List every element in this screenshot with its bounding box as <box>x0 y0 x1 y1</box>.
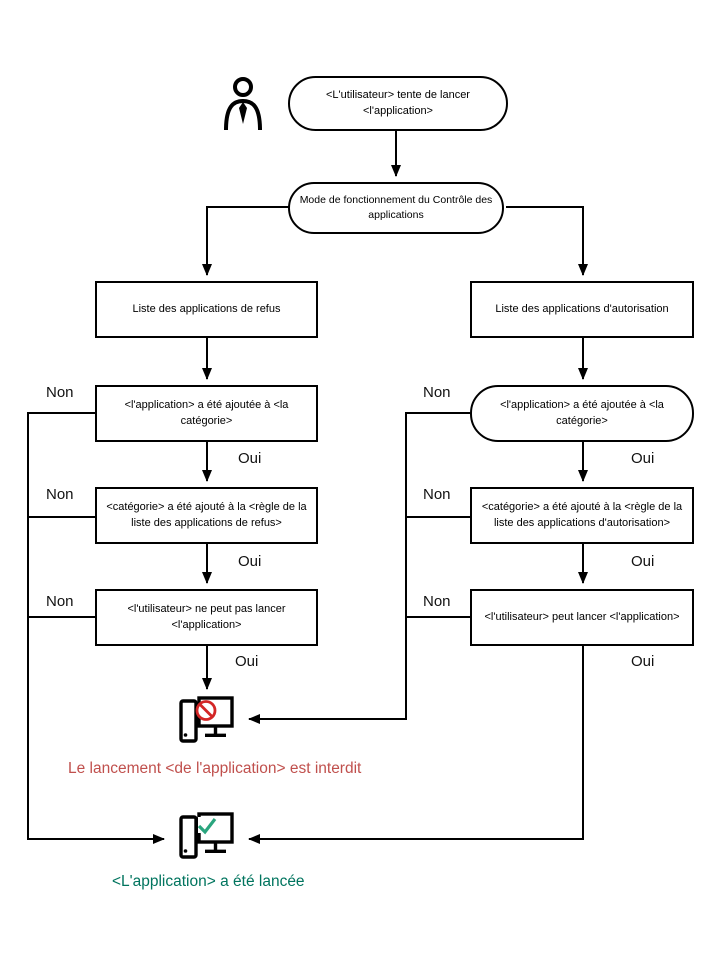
allow-list-label: Liste des applications d'autorisation <box>495 302 669 315</box>
allow-category-added-node: <catégorie> a été ajouté à la <règle de … <box>470 487 694 544</box>
oui-label: Oui <box>631 450 655 467</box>
check-icon <box>197 817 217 835</box>
launched-text: <L'application> a été lancée <box>112 873 305 890</box>
oui-label: Oui <box>238 450 262 467</box>
start-node: <L'utilisateur> tente de lancer <l'appli… <box>288 76 508 131</box>
oui-label: Oui <box>235 653 259 670</box>
oui-label: Oui <box>631 553 655 570</box>
mode-node-label: Mode de fonctionnement du Contrôle des a… <box>299 193 493 221</box>
non-label: Non <box>423 486 451 503</box>
deny-user-cannot-launch-node: <l'utilisateur> ne peut pas lancer <l'ap… <box>95 589 318 646</box>
oui-label: Oui <box>631 653 655 670</box>
allow-app-added-label: <l'application> a été ajoutée à <la caté… <box>500 398 664 427</box>
oui-label: Oui <box>238 553 262 570</box>
deny-user-cannot-launch-label: <l'utilisateur> ne peut pas lancer <l'ap… <box>127 602 286 631</box>
computer-launched-icon <box>179 812 234 859</box>
deny-category-added-label: <catégorie> a été ajouté à la <règle de … <box>106 500 307 529</box>
computer-blocked-icon <box>179 696 234 743</box>
forbidden-text: Le lancement <de l'application> est inte… <box>68 760 362 777</box>
deny-list-node: Liste des applications de refus <box>95 281 318 338</box>
allow-list-node: Liste des applications d'autorisation <box>470 281 694 338</box>
non-label: Non <box>423 384 451 401</box>
non-label: Non <box>423 593 451 610</box>
non-label: Non <box>46 384 74 401</box>
deny-app-added-label: <l'application> a été ajoutée à <la caté… <box>124 398 289 427</box>
allow-user-can-launch-node: <l'utilisateur> peut lancer <l'applicati… <box>470 589 694 646</box>
prohibit-icon <box>195 700 217 721</box>
deny-category-added-node: <catégorie> a été ajouté à la <règle de … <box>95 487 318 544</box>
mode-node: Mode de fonctionnement du Contrôle des a… <box>288 182 504 234</box>
non-label: Non <box>46 593 74 610</box>
user-icon <box>224 77 262 131</box>
start-node-label: <L'utilisateur> tente de lancer <l'appli… <box>326 88 470 117</box>
allow-app-added-node: <l'application> a été ajoutée à <la caté… <box>470 385 694 442</box>
allow-category-added-label: <catégorie> a été ajouté à la <règle de … <box>481 500 683 529</box>
non-label: Non <box>46 486 74 503</box>
allow-user-can-launch-label: <l'utilisateur> peut lancer <l'applicati… <box>484 610 680 623</box>
deny-app-added-node: <l'application> a été ajoutée à <la caté… <box>95 385 318 442</box>
deny-list-label: Liste des applications de refus <box>132 302 281 315</box>
